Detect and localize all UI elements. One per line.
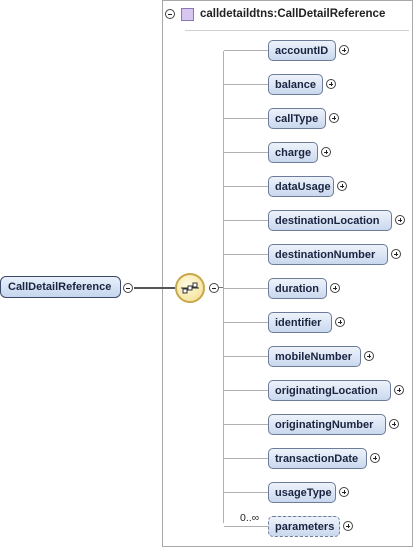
child-element-node[interactable]: usageType xyxy=(268,482,336,503)
child-branch-line xyxy=(224,84,268,85)
type-header-label: calldetaildtns:CallDetailReference xyxy=(200,8,386,20)
child-element-label: callType xyxy=(275,112,319,125)
root-element-node[interactable]: CallDetailReference xyxy=(0,276,121,298)
child-branch-line xyxy=(224,356,268,357)
compositor-collapse-button[interactable] xyxy=(209,283,219,293)
child-element-node[interactable]: dataUsage xyxy=(268,176,334,197)
compositor-connector-line xyxy=(219,287,223,288)
child-element-node[interactable]: identifier xyxy=(268,312,332,333)
expand-button[interactable] xyxy=(391,249,401,259)
expand-button[interactable] xyxy=(343,521,353,531)
child-element-node[interactable]: transactionDate xyxy=(268,448,367,469)
expand-button[interactable] xyxy=(329,113,339,123)
child-element-label: duration xyxy=(275,282,319,295)
sequence-compositor[interactable] xyxy=(175,273,205,303)
child-branch-line xyxy=(224,50,268,51)
child-element-label: originatingNumber xyxy=(275,418,374,431)
child-element-label: accountID xyxy=(275,44,329,57)
child-element-node[interactable]: originatingNumber xyxy=(268,414,386,435)
child-element-label: destinationLocation xyxy=(275,214,380,227)
child-element-node[interactable]: callType xyxy=(268,108,326,129)
child-element-label: originatingLocation xyxy=(275,384,378,397)
child-branch-line xyxy=(224,458,268,459)
root-connector-line xyxy=(134,287,177,289)
child-element-node[interactable]: mobileNumber xyxy=(268,346,361,367)
type-header-divider xyxy=(185,30,409,31)
child-element-label: parameters xyxy=(275,520,335,533)
child-branch-line xyxy=(224,186,268,187)
expand-button[interactable] xyxy=(321,147,331,157)
child-element-node[interactable]: destinationLocation xyxy=(268,210,392,231)
child-element-label: identifier xyxy=(275,316,322,329)
expand-button[interactable] xyxy=(389,419,399,429)
child-branch-line xyxy=(224,390,268,391)
child-element-node[interactable]: destinationNumber xyxy=(268,244,388,265)
expand-button[interactable] xyxy=(339,487,349,497)
child-element-node[interactable]: charge xyxy=(268,142,318,163)
root-element-label: CallDetailReference xyxy=(8,281,112,293)
child-element-label: dataUsage xyxy=(275,180,331,193)
child-element-label: transactionDate xyxy=(275,452,359,465)
child-element-label: charge xyxy=(275,146,312,159)
child-branch-line xyxy=(224,220,268,221)
expand-button[interactable] xyxy=(326,79,336,89)
expand-button[interactable] xyxy=(339,45,349,55)
child-element-label: balance xyxy=(275,78,316,91)
expand-button[interactable] xyxy=(395,215,405,225)
child-branch-line xyxy=(224,424,268,425)
expand-button[interactable] xyxy=(335,317,345,327)
child-branch-line xyxy=(224,152,268,153)
child-element-label: usageType xyxy=(275,486,332,499)
child-branch-line xyxy=(224,322,268,323)
expand-button[interactable] xyxy=(364,351,374,361)
child-element-label: destinationNumber xyxy=(275,248,376,261)
complex-type-icon xyxy=(181,7,194,21)
child-element-label: mobileNumber xyxy=(275,350,353,363)
expand-button[interactable] xyxy=(330,283,340,293)
child-branch-line xyxy=(224,118,268,119)
child-element-node[interactable]: balance xyxy=(268,74,323,95)
children-spine-line xyxy=(223,51,224,523)
type-collapse-button[interactable] xyxy=(165,9,175,19)
child-branch-line xyxy=(224,492,268,493)
child-branch-line xyxy=(224,254,268,255)
occurrence-label: 0..∞ xyxy=(240,512,260,524)
expand-button[interactable] xyxy=(337,181,347,191)
expand-button[interactable] xyxy=(370,453,380,463)
root-collapse-button[interactable] xyxy=(123,283,133,293)
type-header: calldetaildtns:CallDetailReference xyxy=(165,4,385,24)
child-element-node[interactable]: parameters xyxy=(268,516,340,537)
child-element-node[interactable]: duration xyxy=(268,278,327,299)
sequence-compositor-icon xyxy=(181,282,199,294)
child-branch-line xyxy=(224,288,268,289)
child-branch-line xyxy=(224,526,268,527)
expand-button[interactable] xyxy=(394,385,404,395)
child-element-node[interactable]: originatingLocation xyxy=(268,380,391,401)
child-element-node[interactable]: accountID xyxy=(268,40,336,61)
